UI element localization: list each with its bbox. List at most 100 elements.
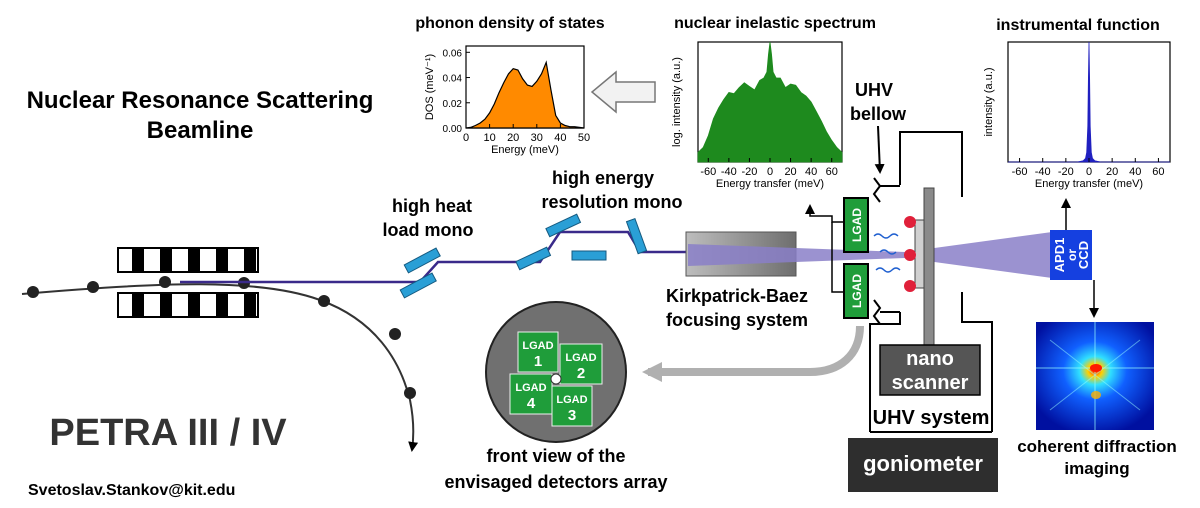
sample bbox=[904, 249, 916, 261]
svg-text:4: 4 bbox=[527, 395, 536, 412]
x-axis-label: Energy transfer (meV) bbox=[716, 178, 824, 190]
x-tick-label: 60 bbox=[826, 166, 838, 178]
facility-label: PETRA III / IV bbox=[49, 412, 287, 454]
sample-holder bbox=[923, 187, 935, 349]
electron-dot bbox=[27, 286, 39, 298]
y-tick-label: 0.02 bbox=[443, 99, 463, 110]
contact-email: Svetoslav.Stankov@kit.edu bbox=[28, 482, 235, 499]
hhlm-label-line1: high heat bbox=[392, 196, 472, 216]
nis-chart: -60 -40 -20 0 20 40 60 nuclear inelastic spectr… bbox=[671, 15, 876, 190]
x-tick-label: 30 bbox=[531, 132, 543, 144]
svg-text:LGAD: LGAD bbox=[556, 394, 587, 406]
y-axis-label: log. intensity (a.u.) bbox=[671, 57, 683, 147]
x-tick-label: -20 bbox=[741, 166, 757, 178]
nano-scanner-label-line2: scanner bbox=[892, 372, 969, 394]
x-tick-label: 50 bbox=[578, 132, 590, 144]
hhlm-label-line2: load mono bbox=[383, 220, 474, 240]
x-tick-label: 40 bbox=[554, 132, 566, 144]
title-line1: Nuclear Resonance Scattering bbox=[27, 87, 374, 114]
x-tick-label: -40 bbox=[721, 166, 737, 178]
cdi-pattern bbox=[1036, 322, 1154, 430]
herm-crystal bbox=[571, 250, 607, 261]
y-axis-label: DOS (meV⁻¹) bbox=[424, 54, 436, 120]
electron-dot bbox=[87, 281, 99, 293]
x-tick-label: 20 bbox=[784, 166, 796, 178]
kb-label-line1: Kirkpatrick-Baez bbox=[666, 286, 808, 306]
apd-detector bbox=[1050, 230, 1092, 280]
beam-hole bbox=[550, 373, 562, 385]
undulator bbox=[117, 247, 259, 318]
lgad-pad-1: LGAD 1 bbox=[517, 331, 559, 373]
scattered-photon bbox=[873, 233, 899, 239]
lgad-pad-3: LGAD 3 bbox=[551, 385, 593, 427]
uhv-chamber bbox=[899, 131, 963, 197]
svg-text:2: 2 bbox=[577, 365, 585, 382]
sample bbox=[904, 280, 916, 292]
x-tick-label: 0 bbox=[463, 132, 469, 144]
goniometer-box bbox=[848, 438, 998, 492]
x-tick-label: -40 bbox=[1035, 166, 1051, 178]
uhv-system-label: UHV system bbox=[873, 407, 990, 429]
x-tick-label: 60 bbox=[1152, 166, 1164, 178]
uhv-chamber bbox=[869, 312, 901, 432]
scattered-photon bbox=[875, 267, 901, 273]
electron-dot bbox=[389, 328, 401, 340]
lgad-bottom-label: LGAD bbox=[850, 274, 864, 308]
x-tick-label: -20 bbox=[1058, 166, 1074, 178]
uhv-bellow bbox=[872, 177, 882, 203]
chart-area-series bbox=[697, 41, 843, 163]
lgad-signal-line bbox=[805, 204, 844, 223]
lgad-top-label: LGAD bbox=[850, 208, 864, 242]
chart-title: nuclear inelastic spectrum bbox=[674, 15, 876, 32]
x-tick-label: 40 bbox=[805, 166, 817, 178]
goniometer-label: goniometer bbox=[863, 451, 983, 476]
electron-dot bbox=[318, 295, 330, 307]
x-tick-label: 20 bbox=[1106, 166, 1118, 178]
x-tick-label: 40 bbox=[1129, 166, 1141, 178]
front-view-arrow bbox=[642, 325, 864, 382]
uhv-chamber bbox=[961, 292, 993, 432]
uhv-bellow-label-line2: bellow bbox=[850, 104, 907, 124]
apd-label-line1: APD1 bbox=[1052, 238, 1067, 273]
apd-label-line2: or bbox=[1065, 249, 1079, 261]
svg-text:LGAD: LGAD bbox=[565, 352, 596, 364]
scattered-photon bbox=[879, 249, 897, 255]
chart-area-series bbox=[1008, 41, 1170, 163]
x-tick-label: 20 bbox=[507, 132, 519, 144]
lgad-detector-bottom bbox=[843, 263, 869, 319]
electron-dot bbox=[404, 387, 416, 399]
kb-label-line2: focusing system bbox=[666, 310, 808, 330]
herm-label-line2: resolution mono bbox=[542, 192, 683, 212]
chart-area-series bbox=[465, 60, 585, 129]
herm-crystal bbox=[625, 218, 648, 255]
svg-text:3: 3 bbox=[568, 407, 576, 424]
svg-text:1: 1 bbox=[534, 353, 542, 370]
x-tick-label: -60 bbox=[700, 166, 716, 178]
svg-text:LGAD: LGAD bbox=[515, 382, 546, 394]
electron-orbit bbox=[21, 283, 419, 452]
diverging-beam bbox=[905, 232, 1052, 278]
cdi-label-line1: coherent diffraction bbox=[1017, 437, 1177, 456]
title-line2: Beamline bbox=[147, 117, 254, 144]
hhlm-crystal bbox=[399, 272, 437, 299]
herm-crystal bbox=[545, 213, 582, 238]
sample bbox=[904, 216, 916, 228]
y-tick-label: 0.04 bbox=[443, 74, 463, 85]
nis-to-dos-arrow bbox=[590, 70, 656, 114]
x-tick-label: 0 bbox=[767, 166, 773, 178]
x-axis-label: Energy (meV) bbox=[491, 144, 559, 156]
nano-scanner-label-line1: nano bbox=[906, 348, 954, 370]
front-view-caption-line1: front view of the bbox=[487, 446, 626, 466]
x-axis-label: Energy transfer (meV) bbox=[1035, 178, 1143, 190]
y-axis-label: intensity (a.u.) bbox=[983, 67, 995, 136]
electron-dot bbox=[159, 276, 171, 288]
chart-title: phonon density of states bbox=[415, 15, 604, 32]
uhv-bellow-label-line1: UHV bbox=[855, 80, 893, 100]
x-tick-label: -60 bbox=[1012, 166, 1028, 178]
front-view-caption-line2: envisaged detectors array bbox=[444, 472, 667, 492]
x-tick-label: 0 bbox=[1086, 166, 1092, 178]
herm-label-line1: high energy bbox=[552, 168, 654, 188]
